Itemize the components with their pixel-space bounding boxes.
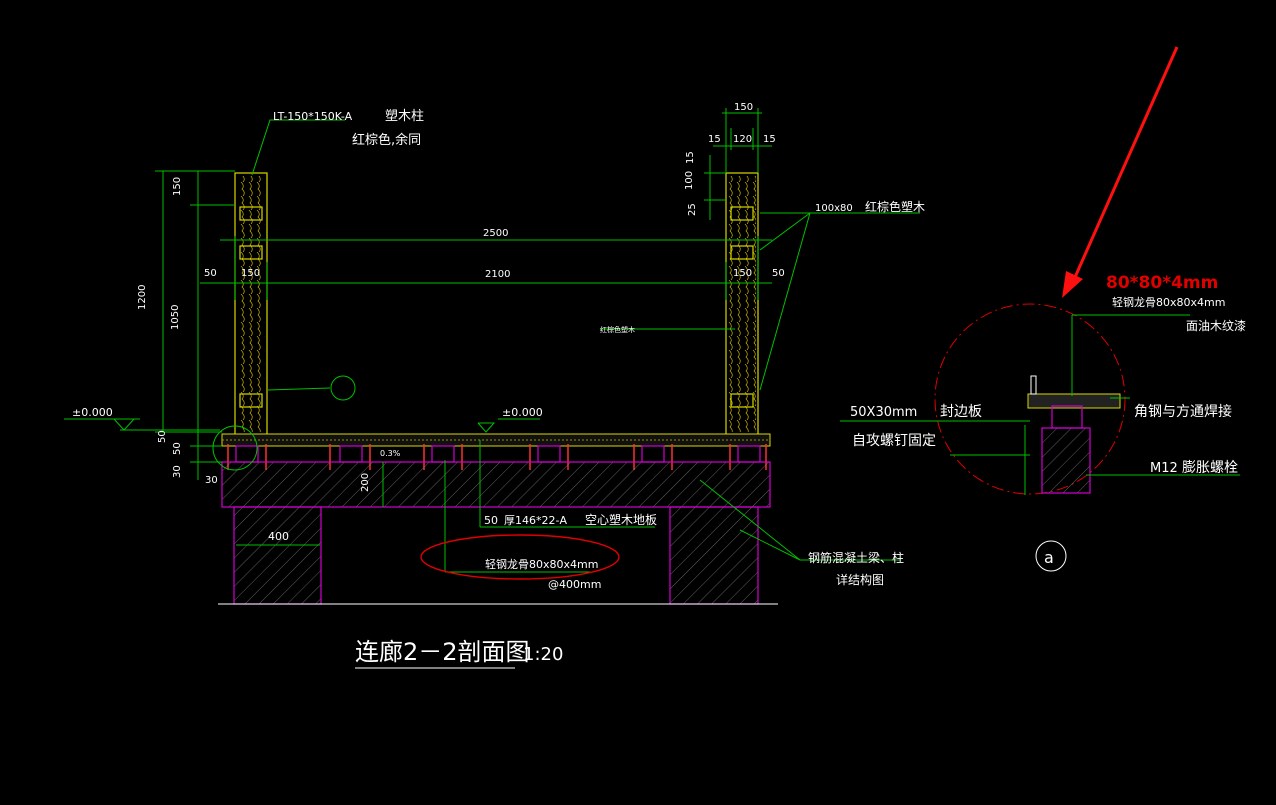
dim-1050: 1050 (170, 305, 181, 330)
strip-size: 50X30mm (850, 405, 917, 420)
anchor-size: M12 (1150, 461, 1178, 476)
concrete-ref: 详结构图 (836, 572, 884, 587)
slope-label: 0.3% (380, 449, 401, 458)
rail-label: 100x80 (815, 203, 853, 214)
arrow-icon (1062, 46, 1179, 298)
anchor-label: 膨胀螺栓 (1182, 459, 1238, 476)
screw-label: 自攻螺钉固定 (852, 433, 936, 449)
floor-thk: 50 (484, 514, 498, 527)
size-callout: 80*80*4mm (1106, 273, 1218, 293)
dim-15b: 15 (763, 134, 776, 145)
detail-finish: 面油木纹漆 (1186, 319, 1246, 333)
dim-30-h: 30 (205, 475, 218, 486)
dim-150-top: 150 (734, 102, 753, 113)
dim-150-right: 150 (733, 268, 752, 279)
post-color-label: 红棕色,余同 (352, 132, 421, 148)
dim-50-left: 50 (204, 268, 217, 279)
dim-100: 100 (684, 171, 695, 190)
concrete-structure (218, 461, 778, 605)
detail-symbol: a (1044, 548, 1054, 567)
post-type-label: 塑木柱 (385, 109, 424, 124)
dim-50-v2: 50 (172, 442, 183, 455)
post-label: LT-150*150K-A (273, 110, 353, 123)
dim-50-right: 50 (772, 268, 785, 279)
dim-50-v: 50 (157, 430, 168, 443)
concrete-label: 钢筋混凝土梁、柱 (808, 550, 904, 565)
inner-rail-label: 红棕色塑木 (600, 325, 635, 334)
dim-30-v: 30 (172, 465, 183, 478)
level-left: ±0.000 (72, 406, 113, 419)
dim-200: 200 (360, 473, 371, 492)
dim-2100: 2100 (485, 269, 510, 280)
dimension-lines (64, 108, 920, 573)
rail-color-label: 红棕色塑木 (865, 199, 925, 214)
floor-name: 空心塑木地板 (585, 512, 657, 527)
keel-spacing: @400mm (548, 578, 601, 591)
dim-15a: 15 (708, 134, 721, 145)
weld-label: 角钢与方通焊接 (1134, 403, 1232, 420)
detail-keel: 轻钢龙骨80x80x4mm (1112, 295, 1225, 309)
dim-120: 120 (733, 134, 752, 145)
dim-1200: 1200 (137, 285, 148, 310)
left-post (234, 172, 268, 436)
floor-spec: 厚146*22-A (504, 514, 567, 527)
dim-150-left: 150 (241, 268, 260, 279)
text-labels: LT-150*150K-A 塑木柱 红棕色,余同 100x80 红棕色塑木 红棕… (72, 102, 1246, 669)
keel-label: 轻钢龙骨80x80x4mm (485, 557, 598, 571)
keel-highlight-ellipse (420, 534, 620, 580)
detail-view (840, 303, 1240, 572)
dim-15c: 15 (685, 151, 696, 164)
dim-25: 25 (687, 203, 698, 216)
drawing-scale: 1:20 (523, 644, 563, 665)
dim-2500: 2500 (483, 228, 508, 239)
right-post (725, 172, 759, 436)
strip-label: 封边板 (940, 404, 982, 420)
drawing-title: 连廊2－2剖面图 (355, 638, 530, 666)
dim-400: 400 (268, 530, 289, 543)
dim-150-v: 150 (172, 177, 183, 196)
level-mid: ±0.000 (502, 406, 543, 419)
